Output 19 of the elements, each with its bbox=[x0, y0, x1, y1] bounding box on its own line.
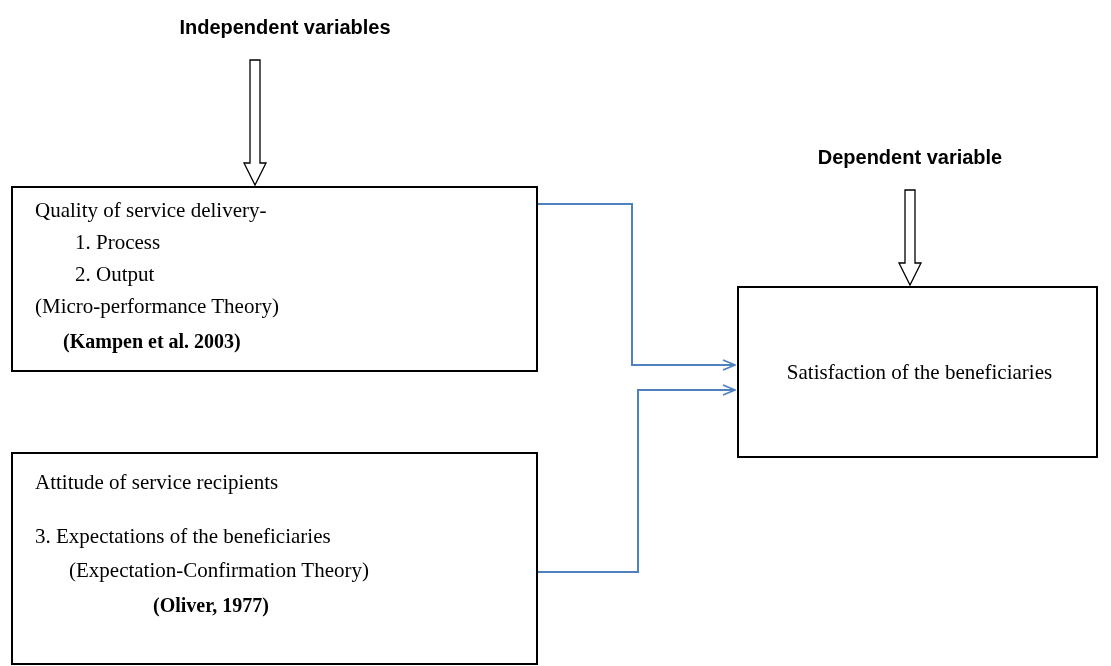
box-text: (Oliver, 1977) bbox=[153, 593, 269, 619]
box-text: Satisfaction of the beneficiaries bbox=[785, 359, 1054, 386]
text-box bbox=[11, 186, 538, 372]
hollow-arrow bbox=[242, 59, 268, 187]
box-text: Attitude of service recipients bbox=[35, 469, 279, 496]
box-text: (Micro-performance Theory) bbox=[35, 293, 279, 320]
box-text: (Kampen et al. 2003) bbox=[63, 329, 241, 355]
text-box bbox=[11, 452, 538, 665]
hollow-arrow bbox=[897, 189, 923, 287]
arrow bbox=[537, 384, 736, 573]
box-text: 3. Expectations of the beneficiaries bbox=[35, 523, 331, 550]
heading-text: Dependent variable bbox=[817, 145, 1003, 170]
text-box bbox=[737, 286, 1098, 458]
box-text: (Expectation-Confirmation Theory) bbox=[69, 557, 369, 584]
heading-text: Independent variables bbox=[179, 15, 391, 40]
box-text: 1. Process bbox=[75, 229, 161, 256]
arrow bbox=[537, 203, 736, 371]
box-text: 2. Output bbox=[75, 261, 155, 288]
box-text: Quality of service delivery- bbox=[35, 197, 267, 224]
